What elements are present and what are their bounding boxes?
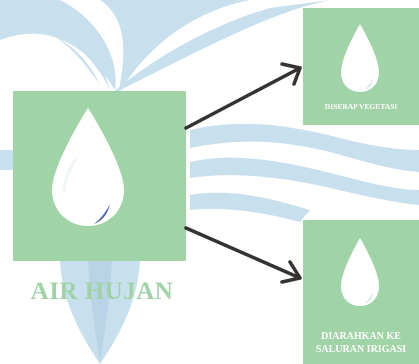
arrow-right-icon bbox=[186, 228, 300, 282]
arrow-right-icon bbox=[186, 64, 300, 128]
